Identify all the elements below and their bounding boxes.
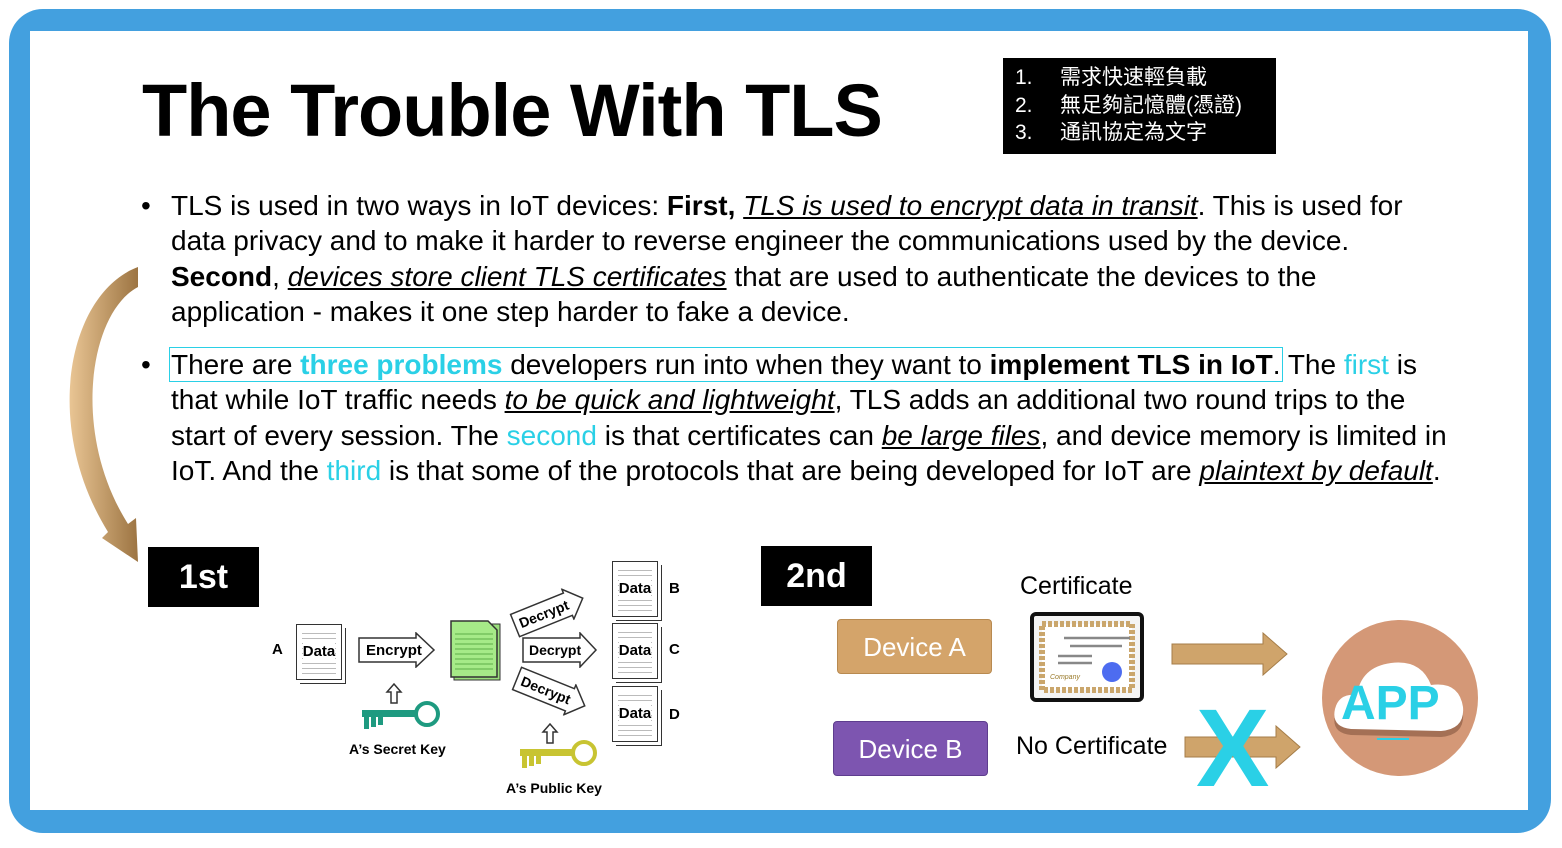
receiver-label: D xyxy=(669,706,680,723)
decrypt-label: Decrypt xyxy=(529,642,582,658)
text: , and device memory is limited in IoT. A… xyxy=(171,419,1447,486)
text: . xyxy=(1272,349,1281,380)
secret-key-label: A’s Secret Key xyxy=(349,741,446,757)
text-highlight: three problems xyxy=(300,349,503,380)
sender-label: A xyxy=(272,641,283,658)
decrypt-arrow-down: Decrypt xyxy=(510,662,586,717)
certificate-icon: Company xyxy=(1030,612,1144,702)
note-item: 3. 通訊協定為文字 xyxy=(1015,119,1264,147)
text: that are used to authenticate the device… xyxy=(171,260,1317,327)
data-document-icon: Data xyxy=(612,561,658,617)
text-highlight: second xyxy=(506,419,597,451)
text-bold: implement TLS in IoT xyxy=(989,349,1273,380)
first-tag: 1st xyxy=(148,547,259,607)
text-emphasis: be large files xyxy=(881,419,1041,451)
bullet-tls-uses: TLS is used in two ways in IoT devices: … xyxy=(141,188,1456,329)
text: . xyxy=(1432,454,1441,486)
receiver-label: B xyxy=(669,580,680,597)
doc-label: Data xyxy=(618,642,652,659)
text: is that while IoT traffic needs xyxy=(171,349,1417,416)
arrow-shape-icon xyxy=(509,587,584,638)
note-number: 1. xyxy=(1015,66,1033,89)
text: is that some of the protocols that are b… xyxy=(381,454,1200,486)
text: is that certificates can xyxy=(596,419,882,451)
note-item: 1. 需求快速輕負載 xyxy=(1015,64,1264,92)
encrypt-arrow-icon xyxy=(358,632,436,668)
no-certificate-label: No Certificate xyxy=(1016,732,1168,760)
second-tag: 2nd xyxy=(761,546,872,606)
text-emphasis: TLS is used to encrypt data in transit xyxy=(743,190,1198,221)
up-arrow-icon xyxy=(541,723,559,744)
note-text: 通訊協定為文字 xyxy=(1060,121,1207,144)
arrow-shape-icon xyxy=(511,666,586,717)
public-key-label: A’s Public Key xyxy=(506,780,602,796)
notes-box: 1. 需求快速輕負載 2. 無足夠記憶體(憑證) 3. 通訊協定為文字 xyxy=(1003,58,1276,154)
text: . This is used for data privacy and to m… xyxy=(171,190,1403,257)
up-arrow-icon xyxy=(385,683,403,704)
note-text: 無足夠記憶體(憑證) xyxy=(1060,93,1242,117)
text: , TLS adds an additional two round trips… xyxy=(171,384,1406,451)
arrow-right-icon xyxy=(1171,632,1288,676)
text: There are xyxy=(171,349,301,380)
app-label: APP xyxy=(1341,677,1440,730)
device-b-box: Device B xyxy=(833,721,988,776)
slide-title: The Trouble With TLS xyxy=(142,69,883,152)
doc-label: Data xyxy=(618,705,652,722)
note-number: 2. xyxy=(1015,93,1033,117)
text xyxy=(735,190,743,221)
doc-label: Data xyxy=(302,643,336,660)
receiver-label: C xyxy=(669,641,680,658)
data-document-icon: Data xyxy=(296,624,342,680)
text: , xyxy=(272,260,288,292)
data-document-icon: Data xyxy=(612,623,658,679)
text-emphasis: devices store client TLS certificates xyxy=(287,260,727,292)
text-highlight: third xyxy=(326,454,382,486)
decrypt-arrow-icon xyxy=(522,632,598,668)
bullet-three-problems: There are three problems developers run … xyxy=(141,347,1456,488)
text-bold: Second xyxy=(171,260,273,292)
note-item: 2. 無足夠記憶體(憑證) xyxy=(1015,92,1264,120)
decrypt-arrow-up: Decrypt xyxy=(508,587,584,641)
text: The xyxy=(1280,349,1344,380)
public-key-icon xyxy=(520,740,597,768)
text-bold: First, xyxy=(666,190,736,221)
encrypt-label: Encrypt xyxy=(366,641,422,659)
text-highlight: first xyxy=(1343,349,1389,380)
text: developers run into when they want to xyxy=(502,349,990,380)
text: TLS is used in two ways in IoT devices: xyxy=(171,190,667,221)
arrow-right-icon xyxy=(1184,725,1301,769)
device-a-box: Device A xyxy=(837,619,992,674)
data-document-icon: Data xyxy=(612,686,658,742)
doc-label: Data xyxy=(618,580,652,597)
note-text: 需求快速輕負載 xyxy=(1060,66,1207,89)
app-cloud-icon xyxy=(1322,620,1478,776)
certificate-label: Certificate xyxy=(1020,572,1133,600)
highlight-box: There are three problems developers run … xyxy=(169,347,1283,382)
text-emphasis: to be quick and lightweight xyxy=(504,384,835,416)
encrypted-document-icon xyxy=(450,620,501,681)
note-number: 3. xyxy=(1015,121,1033,144)
text-emphasis: plaintext by default xyxy=(1199,454,1433,486)
svg-text:Company: Company xyxy=(1050,674,1080,681)
rejected-x-mark: X xyxy=(1196,687,1270,810)
secret-key-icon xyxy=(362,701,440,729)
curved-arrow-icon xyxy=(69,267,138,562)
